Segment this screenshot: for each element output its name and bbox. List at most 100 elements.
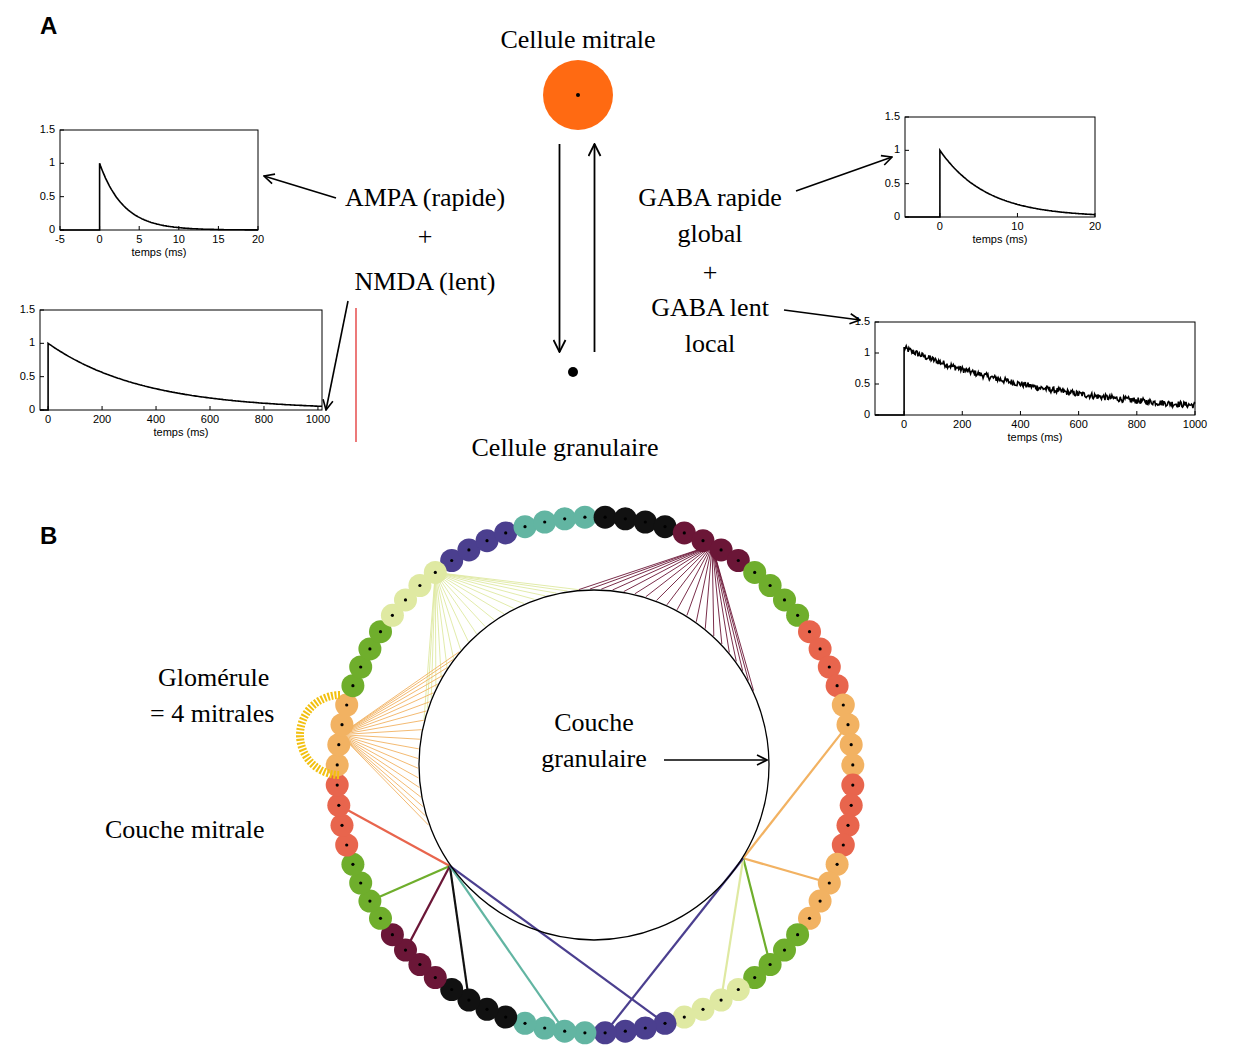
fan-line (435, 572, 460, 650)
cell-nucleus (563, 1030, 566, 1033)
x-tick-label: 0 (45, 413, 51, 426)
fan-line (590, 545, 712, 589)
fan-line (635, 545, 712, 594)
granular-layer: Couche granulaire (418, 589, 770, 941)
cell-nucleus (418, 584, 421, 587)
cell-nucleus (808, 917, 811, 920)
granule-link (370, 866, 450, 901)
y-tick-label: 0.5 (855, 377, 870, 390)
mitral-cell (553, 1020, 576, 1043)
cell-nucleus (450, 559, 453, 562)
y-tick-label: 0.5 (40, 190, 55, 203)
cell-nucleus (604, 516, 607, 519)
mitral-cell (841, 774, 864, 797)
cell-nucleus (851, 784, 854, 787)
node-label: Cellule mitrale (500, 22, 655, 58)
fan-line (435, 572, 578, 589)
y-tick-label: 0.5 (885, 177, 900, 190)
cell-nucleus (345, 703, 348, 706)
cell-nucleus (379, 630, 382, 633)
cell-nucleus (683, 531, 686, 534)
cell-nucleus (644, 1026, 647, 1029)
cell-nucleus (663, 1022, 666, 1025)
axis-tick (40, 343, 44, 344)
x-tick-label: 600 (1069, 418, 1087, 431)
leader-arrow (664, 759, 767, 761)
cell-nucleus (796, 933, 799, 936)
y-tick-label: 0.5 (20, 370, 35, 383)
x-tick-label: 800 (255, 413, 273, 426)
fan-line (340, 735, 418, 778)
cell-nucleus (336, 763, 339, 766)
cell-nucleus (450, 988, 453, 991)
axis-tick (875, 384, 879, 385)
axis-title: temps (ms) (1008, 431, 1063, 444)
y-tick-label: 0 (894, 210, 900, 223)
fan-line (613, 545, 713, 590)
granule-link (450, 866, 565, 1031)
axis-tick (905, 150, 909, 151)
connection-lines (339, 545, 848, 1033)
y-tick-label: 1.5 (20, 303, 35, 316)
cell-nucleus (663, 525, 666, 528)
x-tick-label: 400 (1011, 418, 1029, 431)
granule-dot (568, 367, 578, 377)
cell-nucleus (345, 843, 348, 846)
cell-nucleus (563, 517, 566, 520)
y-tick-label: 1 (894, 143, 900, 156)
cell-nucleus (434, 976, 437, 979)
mitral-cell-node: Cellule mitrale (543, 60, 613, 130)
annotation: + (418, 219, 433, 255)
cell-nucleus (819, 900, 822, 903)
cell-nucleus (523, 1022, 526, 1025)
decay-curve (60, 163, 258, 230)
decay-curve (905, 150, 1095, 217)
x-tick-label: 1000 (1183, 418, 1207, 431)
mitral-cell (553, 507, 576, 530)
granule-link (743, 725, 848, 859)
axis-tick (60, 130, 64, 131)
mitral-ring (326, 506, 865, 1045)
node-label: Couche granulaire (524, 705, 664, 777)
cell-nucleus (720, 548, 723, 551)
y-tick-label: 1.5 (885, 110, 900, 123)
mitral-cell (327, 794, 350, 817)
cell-nucleus (737, 559, 740, 562)
cell-nucleus (340, 723, 343, 726)
glomerule-bracket (300, 695, 340, 775)
plot-frame (905, 117, 1095, 217)
cell-nucleus (391, 933, 394, 936)
mitral-cell (654, 1012, 677, 1035)
cell-nucleus (624, 517, 627, 520)
y-tick-label: 1 (29, 336, 35, 349)
fan-line (435, 572, 545, 595)
cell-nucleus (769, 584, 772, 587)
annotation: GABA lent local (640, 290, 780, 362)
x-tick-label: 5 (136, 233, 142, 246)
cell-nucleus (368, 647, 371, 650)
granule-cell-node: Cellule granulaire (553, 354, 593, 390)
cell-nucleus (467, 999, 470, 1002)
granule-link (450, 866, 665, 1023)
cell-nucleus (523, 525, 526, 528)
fan-line (435, 572, 534, 599)
cell-nucleus (850, 743, 853, 746)
cell-nucleus (850, 804, 853, 807)
annotation: NMDA (lent) (355, 264, 496, 300)
cell-nucleus (846, 824, 849, 827)
red-marker-line (355, 308, 356, 442)
cell-nucleus (783, 949, 786, 952)
cell-nucleus (644, 520, 647, 523)
mitral-cell (573, 1021, 596, 1044)
cell-nucleus (359, 665, 362, 668)
annotation: + (703, 255, 718, 291)
mitral-cell (837, 814, 860, 837)
mitral-cell (331, 814, 354, 837)
cell-nucleus (836, 684, 839, 687)
layer-circle (419, 590, 769, 940)
axis-tick (1020, 411, 1021, 415)
y-tick-label: 0 (49, 223, 55, 236)
granule-link (743, 858, 770, 964)
y-tick-label: 0 (29, 403, 35, 416)
